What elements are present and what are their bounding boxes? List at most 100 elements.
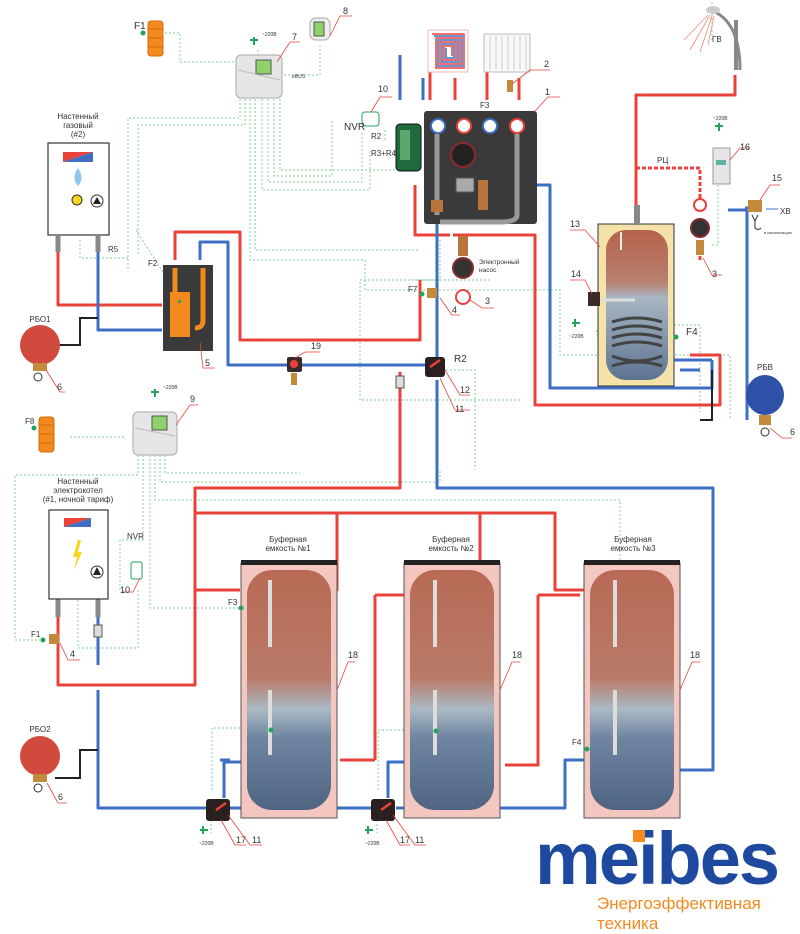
label-F4-buffer: F4 bbox=[572, 738, 582, 747]
mixing-valve-17-b bbox=[365, 799, 395, 834]
callout-11-a: 11 bbox=[252, 835, 261, 845]
power-label-valve-a: ~220B bbox=[199, 841, 214, 847]
label-F4-dhw: F4 bbox=[686, 327, 698, 338]
buffer-2-title-1: Буферная bbox=[432, 535, 470, 544]
gas-boiler-title-2: газовый bbox=[63, 121, 93, 130]
callout-4-top: 4 bbox=[452, 305, 457, 315]
gas-boiler-title-1: Настенный bbox=[57, 112, 98, 121]
check-valve bbox=[395, 375, 405, 389]
label-to-sewer: в канализацию bbox=[764, 230, 792, 235]
brand-name: meibes bbox=[535, 822, 795, 896]
timer-switch bbox=[712, 123, 731, 185]
power-label-controller-7: ~220B bbox=[262, 32, 277, 38]
callout-19: 19 bbox=[311, 341, 321, 351]
label-NVR-top: NVR bbox=[344, 122, 365, 133]
three-way-valve-R2 bbox=[425, 357, 445, 377]
thermostatic-valve-F7 bbox=[419, 288, 437, 298]
label-RBV: РБВ bbox=[757, 363, 773, 372]
callout-3-pump: 3 bbox=[485, 296, 490, 306]
expansion-connections bbox=[55, 317, 713, 779]
mixing-valve-17-a bbox=[200, 799, 230, 834]
sensor-F4-dhw bbox=[673, 334, 679, 340]
power-plug-icon bbox=[151, 389, 159, 397]
electric-boiler-title-3: (#1, ночной тариф) bbox=[43, 495, 114, 504]
label-F7: F7 bbox=[408, 285, 418, 294]
power-label-timer: ~220B bbox=[713, 116, 728, 122]
dirt-separator bbox=[287, 357, 302, 385]
label-R5: R5 bbox=[108, 245, 119, 254]
diagram-canvas: Настенный газовый (#2) R5 Настенный элек… bbox=[14, 0, 795, 847]
callout-2: 2 bbox=[544, 59, 549, 69]
label-F3-buffer: F3 bbox=[228, 598, 238, 607]
callout-10-bottom: 10 bbox=[120, 585, 130, 595]
lightning-icon bbox=[73, 540, 82, 570]
callout-8: 8 bbox=[343, 6, 348, 16]
power-label-dhw: ~220B bbox=[569, 334, 584, 340]
label-F2: F2 bbox=[148, 259, 158, 268]
heating-module-1 bbox=[395, 111, 537, 225]
sensor-F3-buffer bbox=[238, 605, 244, 611]
buffer-3-title-2: емкость №3 bbox=[610, 544, 656, 553]
buffer-tank-1 bbox=[240, 560, 338, 819]
callout-11-b: 11 bbox=[415, 835, 424, 845]
callout-6-top: 6 bbox=[57, 382, 62, 392]
expansion-tank-RBO1 bbox=[20, 325, 60, 382]
power-plug-icon bbox=[250, 37, 258, 45]
flame-icon bbox=[74, 168, 82, 186]
label-F1-bottom: F1 bbox=[31, 630, 41, 639]
label-R2-mid: R2 bbox=[454, 354, 467, 365]
callout-12: 12 bbox=[460, 385, 470, 395]
label-RBO2: РБО2 bbox=[29, 725, 51, 734]
brand-text: meibes bbox=[535, 817, 780, 900]
relay-NVR-top bbox=[361, 111, 380, 127]
shower-head bbox=[683, 6, 742, 71]
power-label-controller-9: ~220B bbox=[163, 385, 178, 391]
label-F8: F8 bbox=[25, 417, 35, 426]
brand-tagline: Энергоэффективная техника bbox=[597, 894, 761, 933]
dhw-tank bbox=[588, 205, 675, 387]
label-R3R4: R3+R4 bbox=[371, 149, 397, 158]
callout-16: 16 bbox=[740, 142, 750, 152]
callout-11-mid: 11 bbox=[455, 404, 464, 414]
callout-13: 13 bbox=[570, 219, 580, 229]
outdoor-sensor-F8 bbox=[31, 416, 55, 453]
supply-pipes bbox=[56, 55, 737, 767]
room-unit-8 bbox=[309, 17, 331, 41]
dhw-power-plug bbox=[572, 319, 580, 327]
controller-7 bbox=[235, 37, 283, 99]
callout-18-a: 18 bbox=[348, 650, 358, 660]
label-RBO1: РБО1 bbox=[29, 315, 51, 324]
signal-wiring bbox=[14, 0, 731, 833]
electric-boiler-title-1: Настенный bbox=[57, 477, 98, 486]
callout-7: 7 bbox=[292, 32, 297, 42]
label-R2-top: R2 bbox=[371, 132, 382, 141]
buffer-tank-2 bbox=[403, 560, 501, 819]
callout-18-c: 18 bbox=[690, 650, 700, 660]
callout-5: 5 bbox=[205, 358, 210, 368]
callout-6-bottom: 6 bbox=[58, 792, 63, 802]
underfloor-heating bbox=[427, 29, 469, 73]
label-F3-top: F3 bbox=[480, 101, 490, 110]
safety-group bbox=[748, 200, 762, 230]
recirculation-pump bbox=[690, 198, 710, 255]
buffer-3-title-1: Буферная bbox=[614, 535, 652, 544]
label-cold-water: ХВ bbox=[780, 207, 791, 216]
sensor-F4-buffer bbox=[584, 746, 590, 752]
callout-14: 14 bbox=[571, 269, 581, 279]
gas-boiler-title-3: (#2) bbox=[71, 130, 86, 139]
electric-boiler bbox=[48, 509, 109, 638]
buffer-2-title-2: емкость №2 bbox=[428, 544, 474, 553]
expansion-tank-RBO2 bbox=[20, 736, 60, 793]
label-recirculation: РЦ bbox=[657, 156, 668, 165]
brand-dot bbox=[633, 830, 645, 842]
label-eBUS: eBUS bbox=[292, 74, 306, 80]
callout-10-top: 10 bbox=[378, 84, 388, 94]
buffer-1-title-1: Буферная bbox=[269, 535, 307, 544]
callout-3-dhw: 3 bbox=[712, 269, 717, 279]
callout-4-bottom: 4 bbox=[70, 649, 75, 659]
callout-17-b: 17 bbox=[400, 835, 410, 845]
buffer-1-title-2: емкость №1 bbox=[265, 544, 311, 553]
label-F1-top: F1 bbox=[134, 21, 146, 32]
electric-boiler-title-2: электрокотел bbox=[53, 486, 103, 495]
callout-1: 1 bbox=[545, 87, 550, 97]
